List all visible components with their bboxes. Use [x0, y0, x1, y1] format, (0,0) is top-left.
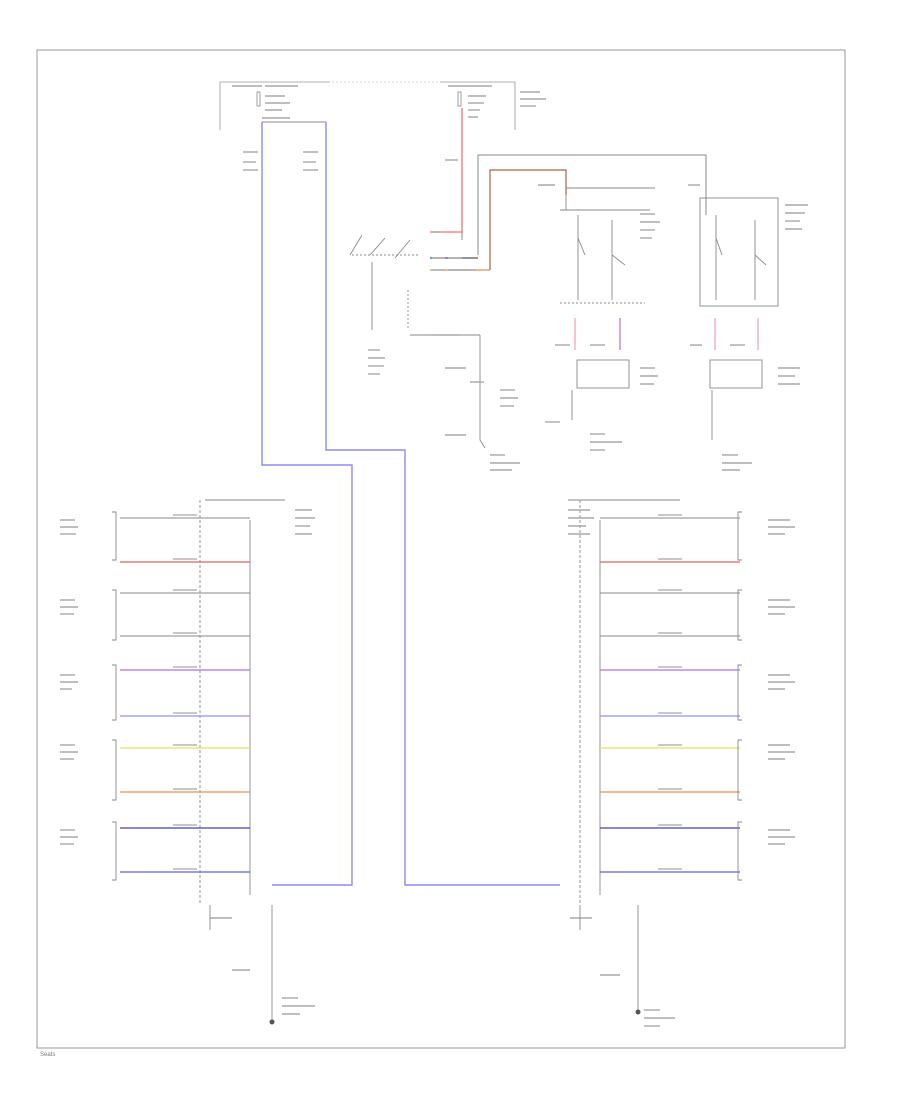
wire-fuse-to-blue-left — [261, 122, 353, 886]
top-label-scribbles — [432, 184, 700, 271]
wire-red-power — [430, 108, 463, 233]
driver-seat-wires — [120, 514, 250, 873]
fuse-symbol-2 — [457, 91, 462, 107]
diagram-frame — [36, 49, 846, 1049]
driver-motor-brackets — [112, 511, 117, 881]
passenger-motor-brackets — [737, 511, 742, 881]
driver-relay-block — [560, 195, 650, 420]
passenger-relay-block — [699, 197, 779, 440]
fuse-symbol-1 — [256, 91, 261, 107]
passenger-seat-switch-group — [568, 499, 680, 905]
wire-brown-feed — [489, 169, 567, 270]
driver-seat-switch-group — [199, 499, 285, 905]
passenger-seat-wires — [600, 514, 740, 873]
driver-seat-ground — [209, 905, 275, 1025]
fuse-label-scribbles — [232, 85, 546, 171]
wire-top-bus — [477, 154, 707, 255]
passenger-seat-label-scribbles — [568, 509, 795, 1027]
fuse-block-left-outline — [219, 81, 516, 130]
passenger-seat-ground — [579, 905, 641, 1015]
driver-relay-label-scribbles — [545, 213, 660, 451]
main-switch — [349, 234, 486, 449]
wire-fuse-to-blue-right — [325, 122, 560, 886]
driver-seat-label-scribbles — [60, 509, 315, 1015]
corner-label: Seats — [40, 1052, 55, 1058]
main-switch-label-scribbles — [368, 334, 520, 471]
power-distribution-section — [219, 81, 707, 886]
passenger-relay-label-scribbles — [690, 204, 808, 471]
